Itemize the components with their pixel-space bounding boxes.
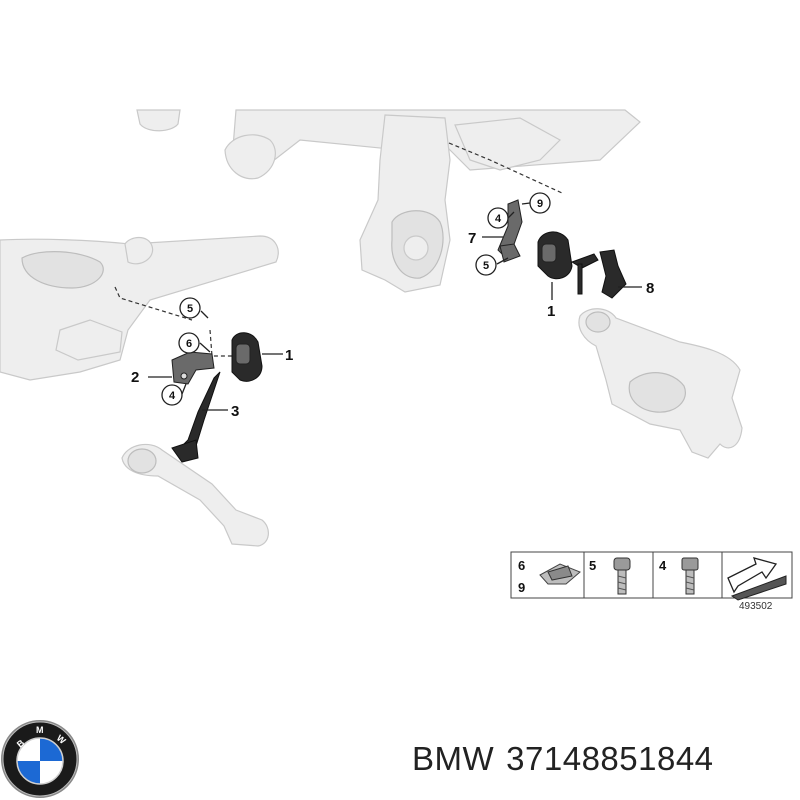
legend-label-5: 5: [589, 558, 596, 573]
fastener-legend: 6 9 5 4: [510, 551, 793, 601]
callout-6: 6: [178, 332, 200, 354]
svg-text:5: 5: [187, 303, 193, 315]
callout-4-left: 4: [161, 384, 183, 406]
part-number: 37148851844: [506, 740, 714, 777]
left-coupling-rod: [171, 371, 221, 463]
right-height-sensor: [537, 231, 573, 280]
callout-1-right: 1: [547, 303, 555, 320]
right-control-arm: [578, 308, 743, 459]
callout-4-right: 4: [487, 207, 509, 229]
svg-text:4: 4: [169, 390, 176, 402]
callout-3: 3: [231, 403, 239, 420]
svg-text:4: 4: [495, 213, 502, 225]
svg-text:B: B: [15, 737, 27, 749]
callout-5-right: 5: [475, 254, 497, 276]
direction-arrow-icon: [727, 557, 787, 601]
callout-1-left: 1: [285, 347, 293, 364]
leader-lines: [148, 202, 642, 411]
svg-text:9: 9: [537, 198, 543, 210]
callout-5-left: 5: [179, 297, 201, 319]
rear-subframe: [136, 109, 641, 293]
brand-name: BMW: [412, 740, 495, 777]
legend-label-4: 4: [659, 558, 667, 573]
hex-bolt-icon: [681, 557, 699, 595]
legend-label-6: 6: [518, 558, 525, 573]
callout-2: 2: [131, 369, 139, 386]
right-bracket: [497, 199, 523, 263]
left-height-sensor: [231, 332, 263, 382]
product-caption: BMW 37148851844: [412, 740, 792, 784]
right-coupling-rod: [570, 249, 627, 299]
clip-nut-icon: [539, 563, 581, 585]
callout-7: 7: [468, 230, 476, 247]
left-bracket: [171, 351, 215, 385]
bmw-logo: B M W: [1, 720, 79, 798]
callout-8: 8: [646, 280, 654, 297]
svg-text:M: M: [36, 725, 44, 735]
torx-screw-icon: [613, 557, 631, 595]
svg-text:5: 5: [483, 260, 489, 272]
diagram-number: 493502: [739, 601, 773, 612]
svg-text:6: 6: [186, 338, 192, 350]
legend-label-9: 9: [518, 580, 525, 595]
left-lower-control-arm: [121, 443, 269, 547]
callout-9: 9: [529, 192, 551, 214]
left-trailing-arm: [0, 235, 279, 381]
